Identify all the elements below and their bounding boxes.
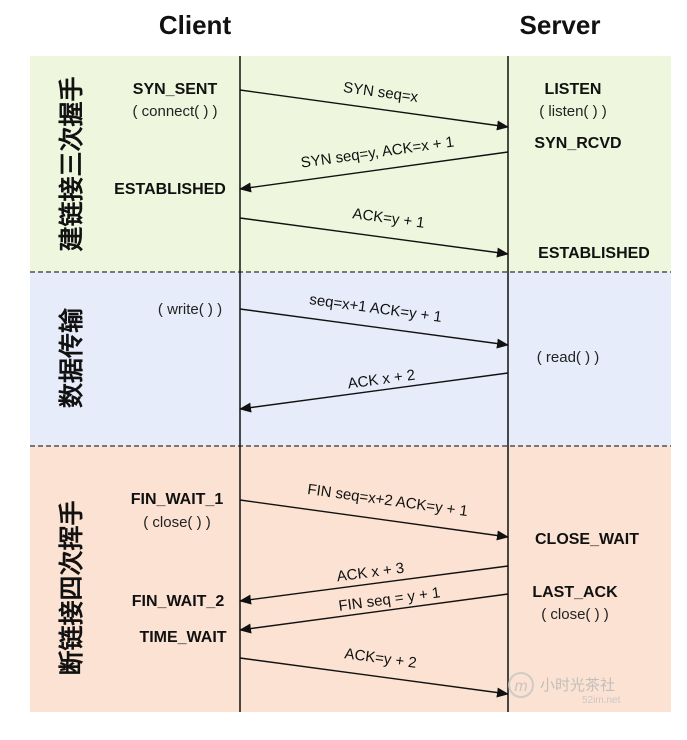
- arrow-syn: [239, 89, 509, 131]
- client-state-fin-wait-1: FIN_WAIT_1: [131, 491, 224, 508]
- server-state-close-wait: CLOSE_WAIT: [535, 531, 639, 548]
- arrow-ack-1: [239, 217, 509, 258]
- client-state-syn-sent: SYN_SENT: [133, 81, 218, 98]
- server-header: Server: [520, 10, 601, 40]
- client-call-close: ( close( ) ): [143, 514, 211, 531]
- svg-text:m: m: [514, 678, 527, 695]
- section-teardown-bg: [30, 446, 671, 712]
- server-call-listen: ( listen( ) ): [539, 103, 607, 120]
- arrow-fin-1: [239, 499, 509, 541]
- arrow-ack-2: [239, 372, 509, 413]
- arrow-data: [239, 308, 509, 349]
- arrow-syn-ack: [239, 151, 509, 193]
- client-state-established: ESTABLISHED: [114, 181, 226, 198]
- watermark-sub: 52im.net: [582, 695, 621, 706]
- section-label-transfer: 数据传输: [57, 307, 86, 408]
- server-call-close: ( close( ) ): [541, 606, 609, 623]
- client-header: Client: [159, 10, 232, 40]
- server-state-established: ESTABLISHED: [538, 245, 650, 262]
- server-state-last-ack: LAST_ACK: [532, 584, 618, 601]
- server-call-read: ( read( ) ): [537, 349, 600, 366]
- arrow-ack-4: [239, 657, 509, 698]
- section-label-teardown: 断链接四次挥手: [57, 500, 86, 675]
- section-handshake-bg: [30, 56, 671, 272]
- client-call-write: ( write( ) ): [158, 301, 222, 318]
- arrow-fin-2: [239, 593, 509, 634]
- watermark: m 小时光茶社 52im.net: [508, 672, 621, 706]
- section-label-handshake: 建链接三次握手: [57, 76, 86, 251]
- section-transfer-bg: [30, 272, 671, 446]
- arrow-ack-3: [239, 565, 509, 605]
- watermark-logo-icon: [508, 672, 534, 698]
- client-state-fin-wait-2: FIN_WAIT_2: [132, 593, 225, 610]
- server-state-syn-rcvd: SYN_RCVD: [534, 135, 621, 152]
- client-call-connect: ( connect( ) ): [132, 103, 217, 120]
- server-state-listen: LISTEN: [545, 81, 602, 98]
- watermark-text: 小时光茶社: [540, 677, 615, 694]
- client-state-time-wait: TIME_WAIT: [139, 629, 226, 646]
